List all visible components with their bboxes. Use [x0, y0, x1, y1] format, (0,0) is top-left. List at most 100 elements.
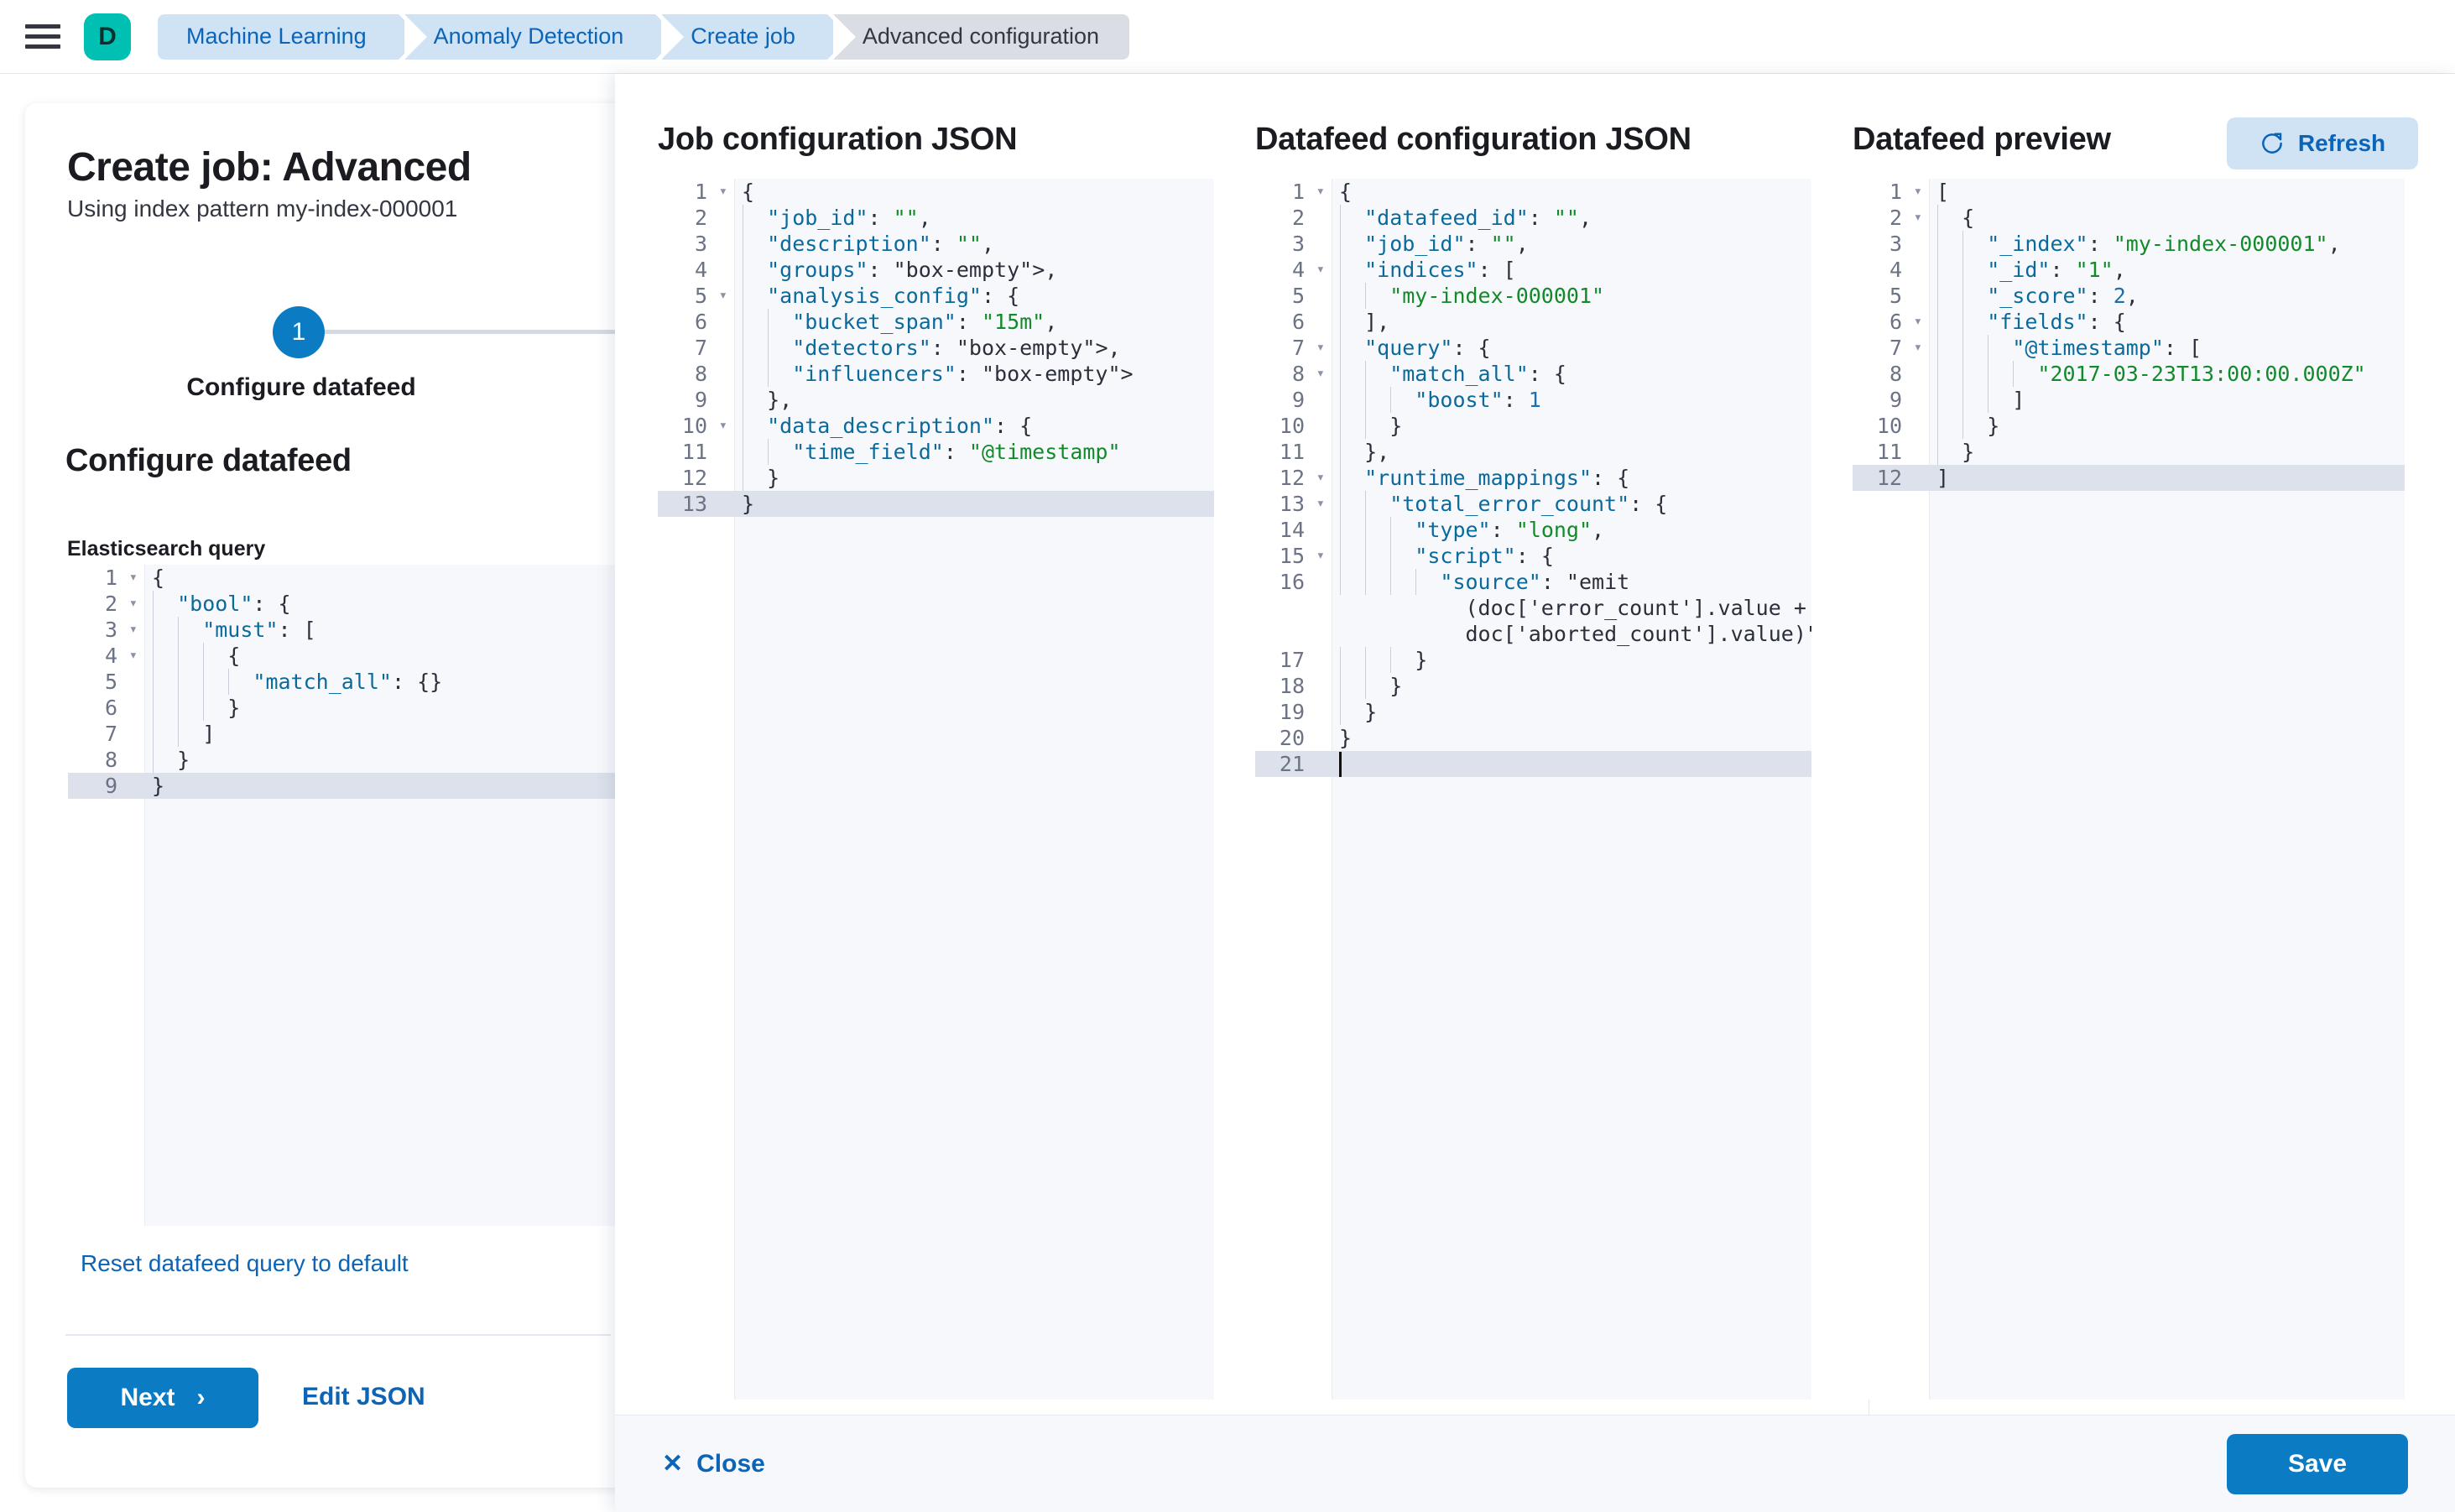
editor-code-line[interactable]: } — [1389, 674, 1403, 698]
edit-json-button[interactable]: Edit JSON — [302, 1383, 425, 1410]
editor-indent-guide — [203, 643, 205, 669]
datafeed-editor-content[interactable]: { "datafeed_id": "","job_id": "","indices… — [1332, 179, 1811, 1400]
editor-code-line[interactable]: (doc['error_count'].value + — [1465, 596, 1806, 620]
editor-code-line[interactable]: "data_description": { — [767, 414, 1033, 438]
editor-code-line[interactable]: "job_id": "", — [1364, 232, 1529, 256]
editor-code-line[interactable]: { — [152, 566, 165, 590]
job-configuration-editor[interactable]: { "job_id": "","description": "","groups"… — [658, 179, 1214, 1400]
stepper-step-1[interactable]: 1 — [273, 306, 325, 358]
editor-code-line[interactable]: }, — [767, 388, 793, 412]
editor-code-line[interactable]: { — [227, 644, 241, 668]
editor-line-number: 7▾ — [1291, 336, 1325, 360]
editor-code-line[interactable]: ] — [202, 722, 216, 746]
editor-code-line[interactable]: [ — [1936, 180, 1950, 204]
editor-active-line-gutter — [1853, 465, 1930, 491]
editor-code-line[interactable]: "_score": 2, — [1987, 284, 2139, 308]
editor-code-line[interactable]: "indices": [ — [1364, 258, 1516, 282]
editor-code-line[interactable]: } — [1962, 440, 1975, 464]
breadcrumb-item-advanced-configuration[interactable]: Advanced configuration — [832, 13, 1130, 60]
editor-code-line[interactable]: } — [742, 492, 755, 516]
editor-code-line[interactable]: "total_error_count": { — [1389, 492, 1668, 516]
editor-code-line[interactable]: "fields": { — [1987, 310, 2126, 334]
editor-code-line[interactable]: "job_id": "", — [767, 206, 931, 230]
editor-code-line[interactable]: } — [227, 696, 241, 720]
editor-code-line[interactable]: ], — [1364, 310, 1390, 334]
editor-code-line[interactable]: "_id": "1", — [1987, 258, 2126, 282]
editor-code-line[interactable]: "match_all": {} — [253, 670, 443, 694]
editor-code-line[interactable]: "must": [ — [202, 618, 316, 642]
editor-active-line — [735, 491, 1214, 517]
job-editor-content[interactable]: { "job_id": "","description": "","groups"… — [735, 179, 1214, 1400]
editor-code-line[interactable]: "time_field": "@timestamp" — [792, 440, 1121, 464]
editor-code-line[interactable]: } — [152, 774, 165, 798]
editor-code-line[interactable]: } — [1389, 414, 1403, 438]
editor-code-line[interactable]: "query": { — [1364, 336, 1491, 360]
editor-code-line[interactable]: "datafeed_id": "", — [1364, 206, 1592, 230]
editor-code-line[interactable]: }, — [1364, 440, 1390, 464]
editor-code-line[interactable]: "script": { — [1415, 544, 1554, 568]
editor-indent-guide — [203, 695, 205, 721]
hamburger-menu-icon[interactable] — [25, 23, 60, 51]
query-editor-content[interactable]: {"bool": {"must": [{"match_all": {}}]}} — [145, 565, 637, 1226]
editor-code-line[interactable]: { — [742, 180, 755, 204]
editor-indent-guide — [1937, 387, 1938, 413]
editor-code-line[interactable]: "boost": 1 — [1415, 388, 1541, 412]
editor-line-number: 4▾ — [1291, 258, 1325, 282]
editor-code-line[interactable]: "2017-03-23T13:00:00.000Z" — [2037, 362, 2366, 386]
editor-line-number: 8 — [694, 362, 707, 386]
editor-text-caret — [1339, 752, 1342, 777]
editor-indent-guide — [1937, 335, 1938, 361]
editor-code-line[interactable]: "description": "", — [767, 232, 995, 256]
editor-code-line[interactable]: } — [1415, 648, 1428, 672]
reset-datafeed-query-link[interactable]: Reset datafeed query to default — [81, 1250, 409, 1276]
editor-code-line[interactable]: "detectors": "box-empty">, — [792, 336, 1121, 360]
close-button[interactable]: ✕ Close — [662, 1449, 765, 1478]
editor-code-line[interactable]: { — [1962, 206, 1975, 230]
preview-editor-content[interactable]: [ { "_index": "my-index-000001","_id": "1"… — [1930, 179, 2405, 1400]
datafeed-configuration-editor[interactable]: { "datafeed_id": "","job_id": "","indices… — [1255, 179, 1811, 1400]
editor-code-line[interactable]: } — [1339, 726, 1353, 750]
refresh-button[interactable]: Refresh — [2227, 117, 2418, 169]
editor-indent-guide — [1937, 283, 1938, 309]
avatar[interactable]: D — [84, 13, 131, 60]
editor-code-line[interactable]: "analysis_config": { — [767, 284, 1020, 308]
datafeed-preview-title: Datafeed preview — [1853, 122, 2111, 157]
editor-code-line[interactable]: } — [767, 466, 780, 490]
editor-code-line[interactable]: "@timestamp": [ — [2012, 336, 2202, 360]
elasticsearch-query-editor[interactable]: {"bool": {"must": [{"match_all": {}}]}} … — [67, 564, 638, 1227]
editor-code-line[interactable]: "match_all": { — [1389, 362, 1566, 386]
editor-indent-guide — [1365, 491, 1367, 517]
editor-code-line[interactable]: "runtime_mappings": { — [1364, 466, 1630, 490]
editor-indent-guide — [768, 335, 769, 361]
editor-code-line[interactable]: doc['aborted_count'].value)" — [1465, 622, 1812, 646]
editor-code-line[interactable]: } — [1987, 414, 2000, 438]
editor-code-line[interactable]: } — [1364, 700, 1378, 724]
editor-code-line[interactable]: "groups": "box-empty">, — [767, 258, 1058, 282]
next-button[interactable]: Next › — [67, 1368, 258, 1428]
editor-code-line[interactable]: { — [1339, 180, 1353, 204]
editor-line-number: 12 — [1876, 466, 1902, 490]
editor-indent-guide — [1365, 283, 1367, 309]
editor-code-line[interactable]: "my-index-000001" — [1389, 284, 1605, 308]
datafeed-preview-editor[interactable]: [ { "_index": "my-index-000001","_id": "1"… — [1853, 179, 2405, 1400]
editor-indent-guide — [1340, 673, 1341, 699]
editor-indent-guide — [228, 669, 230, 695]
editor-code-line[interactable]: "source": "emit — [1440, 570, 1630, 594]
editor-code-line[interactable]: "type": "long", — [1415, 518, 1605, 542]
editor-code-line[interactable]: "influencers": "box-empty"> — [792, 362, 1134, 386]
editor-indent-guide — [1962, 335, 1964, 361]
editor-code-line[interactable]: "_index": "my-index-000001", — [1987, 232, 2341, 256]
breadcrumb-item-anomaly-detection[interactable]: Anomaly Detection — [404, 13, 678, 60]
editor-code-line[interactable]: } — [177, 748, 190, 772]
breadcrumb-item-machine-learning[interactable]: Machine Learning — [158, 13, 421, 60]
editor-code-line[interactable]: ] — [2012, 388, 2025, 412]
save-button[interactable]: Save — [2227, 1433, 2408, 1494]
editor-code-line[interactable]: "bool": { — [177, 592, 291, 616]
editor-code-line[interactable]: "bucket_span": "15m", — [792, 310, 1058, 334]
breadcrumb-item-create-job[interactable]: Create job — [661, 13, 850, 60]
editor-code-line[interactable]: ] — [1936, 466, 1950, 490]
